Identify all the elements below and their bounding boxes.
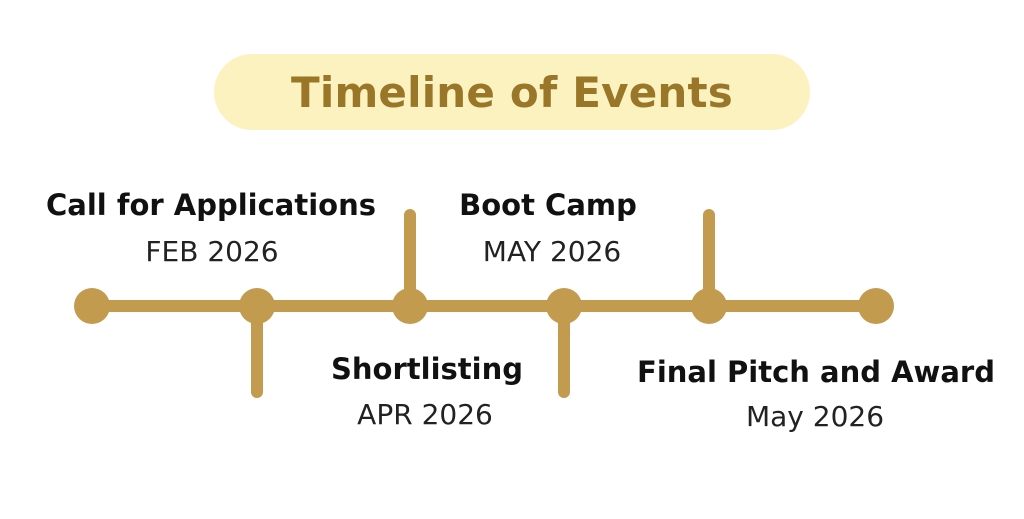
event-title-final-pitch: Final Pitch and Award bbox=[637, 355, 995, 389]
event-title-call-for-applications: Call for Applications bbox=[45, 188, 377, 222]
event-date-boot-camp: MAY 2026 bbox=[482, 235, 622, 268]
timeline-node-3 bbox=[546, 288, 582, 324]
timeline-node-1 bbox=[239, 288, 275, 324]
event-title-boot-camp: Boot Camp bbox=[459, 188, 637, 222]
timeline-node-end bbox=[858, 288, 894, 324]
page-title: Timeline of Events bbox=[291, 67, 733, 117]
event-date-shortlisting: APR 2026 bbox=[357, 398, 493, 431]
event-date-final-pitch: May 2026 bbox=[745, 400, 885, 433]
timeline-node-2 bbox=[392, 288, 428, 324]
event-title-shortlisting: Shortlisting bbox=[331, 352, 523, 386]
title-banner: Timeline of Events bbox=[214, 54, 810, 130]
timeline-node-4 bbox=[691, 288, 727, 324]
event-date-call-for-applications: FEB 2026 bbox=[145, 235, 279, 268]
timeline-node-start bbox=[74, 288, 110, 324]
